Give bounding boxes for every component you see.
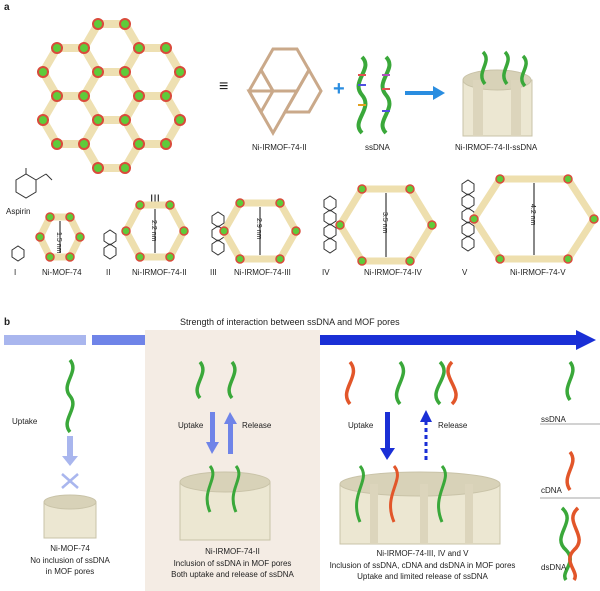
- col3-uptake-label: Uptake: [348, 421, 374, 430]
- col2-uptake-label: Uptake: [178, 421, 204, 430]
- col2-line2: Both uptake and release of ssDNA: [171, 570, 294, 579]
- linker-numeral-2: II: [106, 268, 111, 277]
- complex-label: Ni-IRMOF-74-II-ssDNA: [455, 143, 538, 152]
- linker-numeral-5: V: [462, 268, 468, 277]
- mof-ssdna-complex-graphic: [462, 50, 533, 137]
- arrow-right-icon: [405, 86, 445, 100]
- col3-line2: Uptake and limited release of ssDNA: [357, 572, 488, 581]
- pore-size-4: 3.5 nm: [381, 212, 388, 234]
- linker-numeral-3: III: [210, 268, 217, 277]
- linker-name-2: Ni-IRMOF-74-II: [132, 268, 187, 277]
- strength-title: Strength of interaction between ssDNA an…: [180, 317, 400, 327]
- col2-release-label: Release: [242, 421, 272, 430]
- linker-molecules-graphic: [11, 179, 475, 262]
- pore-size-5: 4.2 nm: [529, 204, 536, 226]
- pore-size-3: 2.9 nm: [255, 218, 262, 240]
- col1-title: Ni-MOF-74: [50, 544, 90, 553]
- col2-title: Ni-IRMOF-74-II: [205, 547, 260, 556]
- dna-legend-graphic: [540, 360, 600, 582]
- col3-title: Ni-IRMOF-74-III, IV and V: [376, 549, 469, 558]
- equals-sign: ≡: [219, 78, 229, 95]
- linker-name-3: Ni-IRMOF-74-III: [234, 268, 291, 277]
- highlight-panel-ni-irmof-74-ii: [145, 330, 320, 591]
- col3-graphic: [339, 360, 501, 545]
- legend-cdna: cDNA: [541, 486, 562, 495]
- col1-uptake-label: Uptake: [12, 417, 38, 426]
- linker-numeral-4: IV: [322, 268, 330, 277]
- linker-name-1: Ni-MOF-74: [42, 268, 82, 277]
- aspirin-label: Aspirin: [6, 207, 31, 216]
- col1-line1: No inclusion of ssDNA: [30, 556, 110, 565]
- legend-dsdna: dsDNA: [541, 563, 567, 572]
- ssdna-label: ssDNA: [365, 143, 390, 152]
- structure-outline-graphic: [246, 47, 323, 137]
- panel-a-label: a: [4, 2, 10, 13]
- col3-line1: Inclusion of ssDNA, cDNA and dsDNA in MO…: [329, 561, 516, 570]
- linker-name-5: Ni-IRMOF-74-V: [510, 268, 566, 277]
- legend-ssdna: ssDNA: [541, 415, 566, 424]
- plus-sign: +: [333, 78, 345, 100]
- ssdna-strands-graphic: [356, 55, 392, 135]
- pore-size-2: 2.2 nm: [150, 220, 157, 242]
- linker-name-4: Ni-IRMOF-74-IV: [364, 268, 422, 277]
- strength-gradient-arrow: [4, 330, 596, 350]
- col3-release-label: Release: [438, 421, 468, 430]
- numeral-top: III: [150, 192, 161, 206]
- linker-numeral-1: I: [14, 268, 17, 277]
- aspirin-structure-graphic: [15, 168, 53, 199]
- mof-honeycomb-graphic: [37, 18, 186, 174]
- pore-size-1: 1.5 nm: [55, 232, 62, 254]
- pore-rings-graphic: [35, 174, 599, 266]
- col1-line2: in MOF pores: [45, 567, 95, 576]
- col1-graphic: [43, 358, 97, 539]
- col2-graphic: [179, 360, 271, 541]
- structure-label: Ni-IRMOF-74-II: [252, 143, 307, 152]
- panel-b-label: b: [4, 317, 11, 328]
- col2-line1: Inclusion of ssDNA in MOF pores: [173, 559, 292, 568]
